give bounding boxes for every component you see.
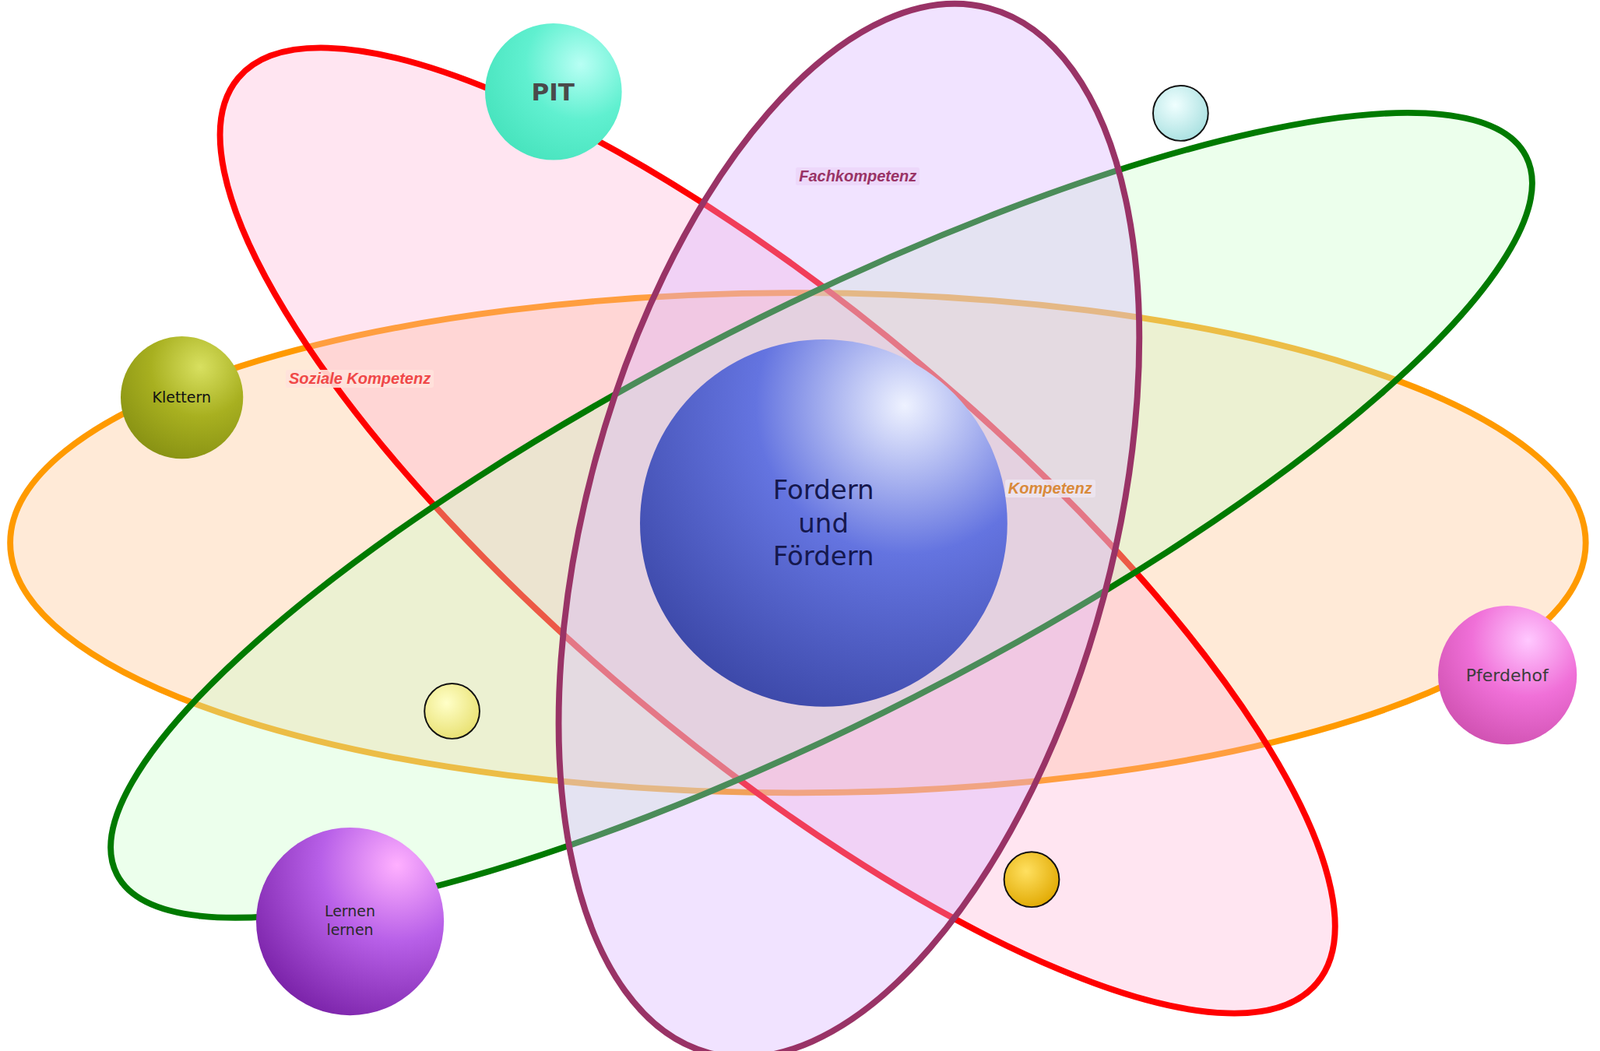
electron-ball: [1153, 85, 1209, 141]
electron-ball: [424, 683, 480, 739]
sphere-fill: [485, 23, 623, 161]
sphere-fill: [256, 827, 444, 1016]
sphere-label: PIT: [531, 77, 575, 108]
sphere-fill: [640, 339, 1008, 707]
electron-ball: [1004, 851, 1060, 908]
sphere-label: Klettern: [151, 388, 211, 408]
purple-orbit: [454, 0, 1244, 1051]
sphere-label: Lernen lernen: [324, 903, 376, 941]
core-sphere: Fordern und Fördern: [640, 339, 1008, 707]
orbit-label: Soziale Kompetenz: [285, 369, 434, 388]
topic-sphere: Pferdehof: [1438, 605, 1577, 745]
sphere-label: Fordern und Fördern: [773, 474, 875, 574]
topic-sphere: Klettern: [120, 336, 243, 459]
topic-sphere: PIT: [485, 23, 623, 161]
topic-sphere: Lernen lernen: [256, 827, 444, 1016]
orbit-label: Kompetenz: [1005, 479, 1096, 498]
sphere-fill: [120, 336, 243, 459]
sphere-fill: [1438, 605, 1577, 745]
orbit-label: Fachkompetenz: [795, 167, 920, 186]
sphere-label: Pferdehof: [1466, 664, 1549, 687]
